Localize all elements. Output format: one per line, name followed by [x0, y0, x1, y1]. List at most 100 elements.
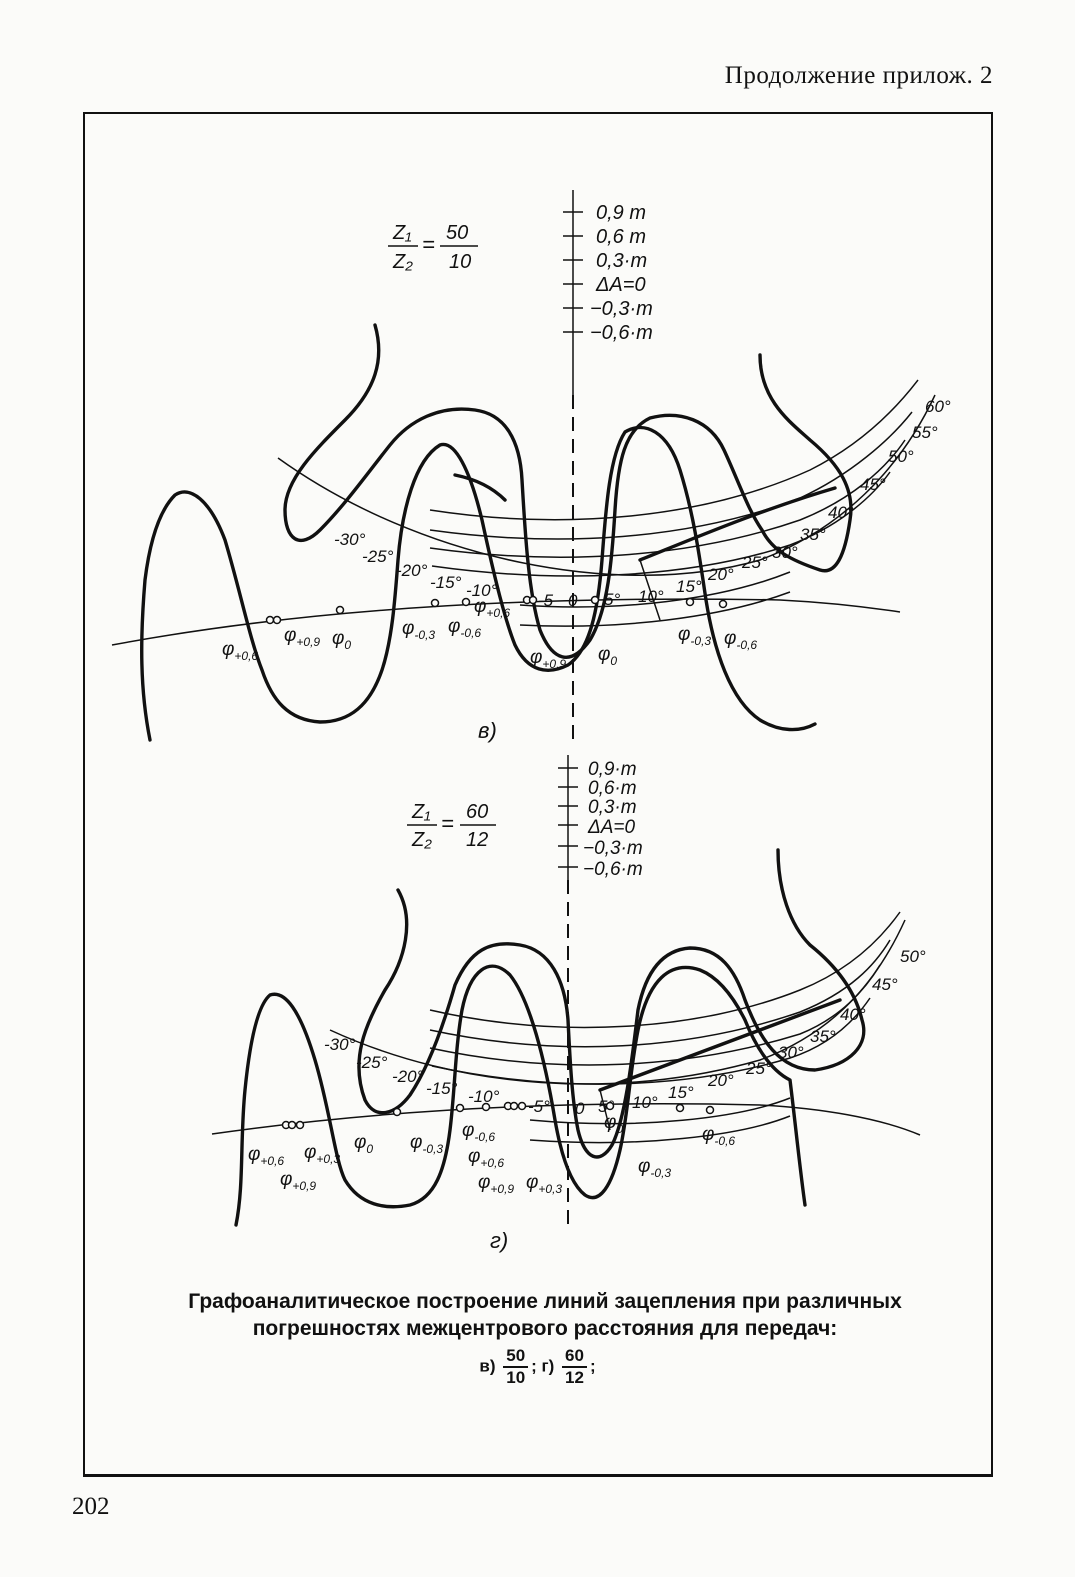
svg-text:φ+0,3: φ+0,3 [526, 1172, 562, 1196]
svg-text:φ0: φ0 [598, 644, 617, 668]
angle-label: -15° [430, 573, 462, 592]
z1-label: Z₁ [392, 222, 412, 244]
mesh-arc [429, 379, 919, 521]
ratio-v-top: 50 [446, 222, 468, 244]
scale-label: −0,3·m [590, 298, 653, 320]
mesh-arc [529, 1097, 791, 1125]
mesh-arc [277, 394, 936, 577]
caption-line-1: Графоаналитическое построение линий заце… [188, 1290, 902, 1313]
page-number: 202 [72, 1493, 110, 1520]
svg-text:φ+0,6: φ+0,6 [248, 1144, 284, 1168]
gear-tooth-upper [357, 848, 866, 1159]
svg-text:0: 0 [575, 1099, 585, 1118]
svg-text:-25°: -25° [356, 1053, 388, 1072]
equals-sign: = [422, 232, 435, 257]
angle-label: 10° [638, 587, 664, 606]
svg-text:φ-0,3: φ-0,3 [638, 1156, 671, 1180]
svg-text:25°: 25° [745, 1059, 772, 1078]
ratio-g-top: 60 [466, 801, 488, 823]
scale-label: ΔA=0 [587, 817, 636, 838]
angle-label: 5° [604, 590, 620, 609]
angle-label: 45° [860, 475, 886, 494]
svg-text:φ-0,3: φ-0,3 [402, 618, 435, 642]
z2-label: Z₂ [392, 251, 413, 273]
svg-text:φ-0,6: φ-0,6 [724, 628, 757, 652]
mesh-arc [429, 439, 906, 558]
figure-caption: Графоаналитическое построение линий заце… [100, 1288, 990, 1342]
svg-text:45°: 45° [872, 975, 898, 994]
angle-label: 40° [828, 503, 854, 522]
svg-text:Z₂: Z₂ [411, 829, 432, 851]
mesh-arc [519, 571, 791, 608]
mesh-arc [519, 591, 791, 627]
svg-text:φ-0,3: φ-0,3 [410, 1132, 443, 1156]
scale-label: 0,6·m [588, 778, 637, 799]
svg-text:20°: 20° [707, 1071, 734, 1090]
mesh-arc [431, 997, 871, 1085]
scale-label: −0,6·m [583, 859, 643, 880]
svg-text:-10°: -10° [468, 1087, 500, 1106]
mesh-arc [429, 964, 881, 1066]
svg-text:φ+0,9: φ+0,9 [284, 625, 320, 649]
figure-frame [83, 112, 993, 1477]
fraction-g: 60 12 [562, 1346, 587, 1388]
svg-text:φ-0,6: φ-0,6 [448, 616, 481, 640]
caption-formula: в) 50 10 ; г) 60 12 ; [479, 1346, 596, 1388]
mesh-arc [429, 911, 901, 1029]
angle-label: 15° [676, 577, 702, 596]
mesh-arc [329, 919, 906, 1085]
svg-text:35°: 35° [810, 1027, 836, 1046]
scale-label: 0,9 m [596, 202, 646, 224]
svg-text:φ+0,9: φ+0,9 [478, 1172, 514, 1196]
mesh-arc [431, 471, 891, 577]
mesh-arc [429, 411, 913, 540]
pitch-arc [211, 1102, 921, 1136]
svg-text:=: = [441, 811, 454, 836]
scale-label: 0,3·m [596, 250, 647, 272]
svg-text:-20°: -20° [392, 1067, 424, 1086]
scale-label: 0,9·m [588, 759, 637, 780]
ratio-g-bottom: 12 [466, 829, 488, 851]
angle-label: -5 [538, 591, 554, 610]
running-header: Продолжение прилож. 2 [724, 62, 993, 89]
angle-label: 0 [568, 591, 578, 610]
angle-label: 30° [772, 543, 798, 562]
panel-label-v: в) [478, 718, 497, 743]
svg-text:φ0: φ0 [354, 1132, 373, 1156]
svg-text:10°: 10° [632, 1093, 658, 1112]
angle-label: 25° [741, 553, 768, 572]
line-of-action [598, 998, 842, 1092]
svg-text:-5°: -5° [528, 1097, 550, 1116]
angle-label: -25° [362, 547, 394, 566]
svg-text:40°: 40° [840, 1005, 866, 1024]
angle-label: 35° [800, 525, 826, 544]
panel-label-g: г) [490, 1228, 508, 1253]
svg-text:φ-0,6: φ-0,6 [702, 1124, 735, 1148]
svg-text:30°: 30° [778, 1043, 804, 1062]
scale-label: −0,6·m [590, 322, 653, 344]
mesh-arc [529, 1115, 791, 1144]
scale-label: 0,6 m [596, 226, 646, 248]
figure-v: Z₁ Z₂ = 50 10 0,9 m 0,6 m 0,3·m ΔA=0 −0,… [111, 190, 951, 743]
line-of-action [453, 473, 837, 562]
angle-label: 55° [912, 423, 938, 442]
angle-label: -30° [334, 530, 366, 549]
svg-text:φ-0,6: φ-0,6 [462, 1120, 495, 1144]
svg-text:φ+0,9: φ+0,9 [280, 1169, 316, 1193]
svg-text:φ+0,6: φ+0,6 [468, 1146, 504, 1170]
angle-label: -20° [396, 561, 428, 580]
gear-tooth-profile [234, 964, 807, 1227]
svg-text:φ-0,3: φ-0,3 [678, 624, 711, 648]
label-v: в) [479, 1356, 496, 1376]
angle-label: 20° [707, 565, 734, 584]
svg-text:Z₁: Z₁ [411, 801, 431, 823]
ratio-v-bottom: 10 [449, 251, 471, 273]
svg-text:φ+0,9: φ+0,9 [530, 647, 566, 671]
scale-label: 0,3·m [588, 797, 637, 818]
angle-label: -10° [466, 581, 498, 600]
svg-text:50°: 50° [900, 947, 926, 966]
angle-label: 50° [888, 447, 914, 466]
caption-line-2: погрешностях межцентрового расстояния дл… [252, 1317, 838, 1340]
label-g: ; г) [531, 1356, 555, 1376]
gear-tooth-profile [140, 425, 817, 742]
